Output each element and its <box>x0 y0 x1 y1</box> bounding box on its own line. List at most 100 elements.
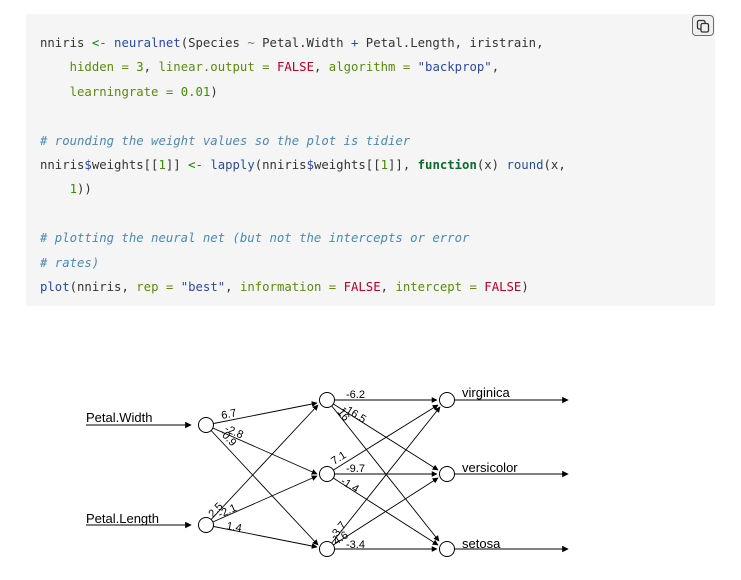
code-token: (x) <box>476 157 507 172</box>
code-token: linear.output <box>158 60 255 75</box>
edge-i2-h2 <box>205 475 318 526</box>
code-line: nniris <- neuralnet(Species ~ Petal.Widt… <box>40 31 566 55</box>
weight-i2-h1: 2.5 <box>206 501 225 520</box>
weight-h2-o1: 7.1 <box>329 449 348 467</box>
code-line: # plotting the neural net (but not the i… <box>40 226 566 250</box>
code-token: algorithm <box>328 60 396 75</box>
code-token <box>107 36 114 50</box>
code-token: ]] <box>165 157 189 172</box>
code-token: $ <box>84 157 92 172</box>
code-token: round <box>506 157 544 172</box>
code-token: neuralnet <box>114 36 181 50</box>
code-line: # rounding the weight values so the plot… <box>40 129 566 153</box>
code-token: Petal.Width <box>254 36 351 50</box>
code-token: , <box>491 60 500 75</box>
code-token: learningrate <box>69 84 159 99</box>
edge-h2-o3 <box>326 473 439 546</box>
code-token: function <box>417 157 477 172</box>
code-token: # rounding the weight values so the plot… <box>40 133 411 148</box>
code-line: 1)) <box>40 177 566 201</box>
code-token: , <box>313 60 329 75</box>
edge-i1-h2 <box>205 424 318 475</box>
edge-h1-o2 <box>326 399 439 471</box>
code-token: 0.01 <box>180 84 211 99</box>
code-token: 1 <box>69 182 78 197</box>
label-setosa: setosa <box>462 536 501 551</box>
node-hidden-3 <box>319 541 335 557</box>
code-block: nniris <- neuralnet(Species ~ Petal.Widt… <box>26 14 715 306</box>
code-token: <- <box>188 157 203 172</box>
code-token: rep <box>136 279 159 294</box>
edge-i2-h1 <box>205 404 319 526</box>
code-token: # rates) <box>40 255 100 270</box>
node-output-setosa <box>439 541 455 557</box>
edge-h1-o3 <box>326 399 440 542</box>
code-line: learningrate = 0.01) <box>40 80 566 104</box>
code-token: 1 <box>380 157 389 172</box>
code-token: # plotting the neural net (but not the i… <box>40 231 470 246</box>
copy-icon <box>696 19 710 33</box>
weight-h1-o1: -6.2 <box>346 389 365 401</box>
code-token: = <box>114 60 137 75</box>
code-token: intercept <box>395 279 463 294</box>
code-token: 3 <box>136 60 144 75</box>
code-token: FALSE <box>484 279 522 294</box>
weight-h3-o3: -3.4 <box>346 539 365 551</box>
label-virginica: virginica <box>462 385 510 400</box>
code-token: Petal.Length, iristrain, <box>358 36 544 50</box>
weight-h3-o1: -3.7 <box>328 520 349 542</box>
code-token: = <box>254 60 277 75</box>
code-token: (x, <box>543 157 566 172</box>
weight-i1-h2: -2.8 <box>223 423 245 442</box>
edge-h3-o2 <box>326 477 439 550</box>
code-token: <- <box>91 36 107 50</box>
code-token: + <box>350 36 359 50</box>
label-versicolor: versicolor <box>462 460 518 475</box>
node-hidden-1 <box>319 392 335 408</box>
code-line: hidden = 3, linear.output = FALSE, algor… <box>40 55 566 79</box>
code-token: = <box>158 279 181 294</box>
weight-i1-h1: 6.7 <box>220 407 237 422</box>
label-petal-length: Petal.Length <box>86 511 159 526</box>
code-line <box>40 202 566 226</box>
code-line: # rates) <box>40 251 566 275</box>
code-token: information <box>239 279 322 294</box>
code-token: nniris <box>40 157 85 172</box>
edge-i1-h3 <box>205 424 319 546</box>
code-token: , <box>380 279 396 294</box>
code-token: "backprop" <box>417 60 492 75</box>
code-token: FALSE <box>276 60 314 75</box>
weight-h2-o2: -9.7 <box>346 463 365 475</box>
edge-i2-h3 <box>205 524 318 549</box>
code-token <box>40 60 70 74</box>
code-token: = <box>395 60 418 75</box>
node-output-virginica <box>439 392 455 408</box>
weight-h2-o3: -1.4 <box>338 475 360 495</box>
weight-i2-h3: 1.4 <box>225 520 242 535</box>
code-token: ]], <box>388 157 418 172</box>
weight-h3-o2: 4.6 <box>331 529 350 547</box>
node-input-petal-width <box>198 417 214 433</box>
code-token: (nniris <box>254 157 307 172</box>
code-token: = <box>462 279 485 294</box>
code-token: 1 <box>158 157 166 172</box>
code-token: nniris <box>40 36 92 50</box>
label-petal-width: Petal.Width <box>86 410 152 425</box>
code-token: = <box>321 279 344 294</box>
node-hidden-2 <box>319 466 335 482</box>
code-token: $ <box>306 157 314 172</box>
code-token: ) <box>210 84 218 99</box>
edge-h3-o1 <box>326 406 441 550</box>
edge-h2-o1 <box>326 404 439 475</box>
code-token: = <box>158 84 181 99</box>
code-token: (nniris, <box>69 279 137 294</box>
weight-i1-h3: -0.9 <box>217 427 239 449</box>
code-token: hidden <box>69 60 115 75</box>
code-token: plot <box>40 279 70 294</box>
weight-h1-o3: 16 <box>335 406 352 423</box>
copy-button[interactable] <box>692 15 714 36</box>
code-token <box>40 182 70 196</box>
code-token: (Species <box>180 36 248 50</box>
code-lines: nniris <- neuralnet(Species ~ Petal.Widt… <box>40 31 566 299</box>
code-token: , <box>225 279 240 294</box>
